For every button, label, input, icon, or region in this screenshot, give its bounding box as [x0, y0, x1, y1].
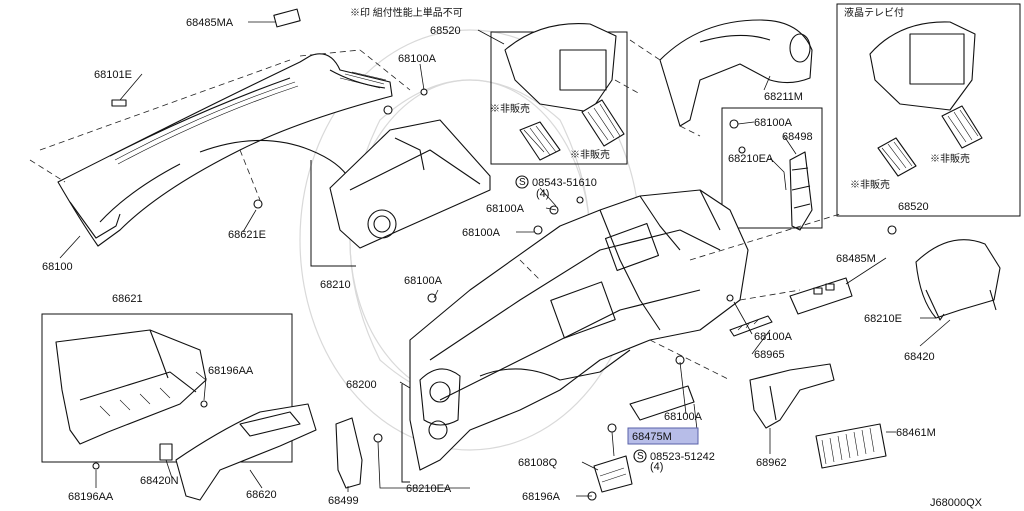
- note-not-sold-1: ※非販売: [490, 102, 530, 115]
- label-68196AA-top[interactable]: 68196AA: [208, 365, 254, 377]
- note-sub-assembly: ※印 組付性能上単品不可: [350, 6, 463, 19]
- cap-68485MA: [273, 8, 301, 28]
- labels: ※印 組付性能上単品不可 液晶テレビ付 68485MA 68101E 68100…: [42, 6, 983, 509]
- label-68210EA-bottom[interactable]: 68210EA: [406, 483, 452, 495]
- label-68520-right[interactable]: 68520: [898, 201, 929, 213]
- cover-68211M: [659, 19, 813, 127]
- label-68498[interactable]: 68498: [782, 131, 813, 143]
- label-68485M[interactable]: 68485M: [836, 253, 876, 265]
- bracket-68475M: [629, 385, 695, 421]
- label-68196A[interactable]: 68196A: [522, 491, 561, 503]
- label-68420N[interactable]: 68420N: [140, 475, 179, 487]
- label-68475M[interactable]: 68475M: [632, 431, 672, 443]
- label-68210[interactable]: 68210: [320, 279, 351, 291]
- label-screw-08523-qty: (4): [650, 461, 663, 473]
- label-68965[interactable]: 68965: [754, 349, 785, 361]
- symbol-screw-1: [515, 175, 529, 189]
- clip-68101E: [111, 99, 127, 107]
- meter-hood-68420: [915, 239, 1001, 321]
- label-68101E[interactable]: 68101E: [94, 69, 132, 81]
- finisher-68620: [175, 403, 317, 501]
- label-68100A-mid[interactable]: 68100A: [754, 331, 793, 343]
- label-screw-08543[interactable]: 08543-51610: [532, 177, 597, 189]
- symbol-screw-2: [633, 449, 647, 463]
- dash-frame-68200: [409, 189, 749, 471]
- label-68962[interactable]: 68962: [756, 457, 787, 469]
- label-68211M[interactable]: 68211M: [764, 91, 803, 103]
- glove-box-68621: [55, 329, 207, 445]
- cover-68499: [335, 417, 363, 489]
- symbol-s-1: S: [519, 177, 526, 188]
- label-68485MA[interactable]: 68485MA: [186, 17, 234, 29]
- note-not-sold-4: ※非販売: [930, 152, 970, 165]
- label-68100A-c1[interactable]: 68100A: [486, 203, 525, 215]
- frame-lcd-tv: [836, 3, 1021, 217]
- pad-68461M: [815, 423, 887, 469]
- label-68100A-r1[interactable]: 68100A: [754, 117, 793, 129]
- label-68420[interactable]: 68420: [904, 351, 935, 363]
- clip-68621E: [253, 199, 263, 209]
- label-68621E[interactable]: 68621E: [228, 229, 266, 241]
- label-68210E[interactable]: 68210E: [864, 313, 902, 325]
- label-68100A-c2[interactable]: 68100A: [462, 227, 501, 239]
- upper-dash-pad-68100: [57, 53, 393, 247]
- lcd-bezel-68520: [869, 21, 983, 177]
- bracket-68210: [310, 160, 356, 267]
- label-68196AA-bottom[interactable]: 68196AA: [68, 491, 114, 503]
- lower-panel-68210: [329, 119, 491, 249]
- symbol-s-2: S: [637, 451, 644, 462]
- label-68200[interactable]: 68200: [346, 379, 377, 391]
- label-68621[interactable]: 68621: [112, 293, 143, 305]
- bracket-68200: [401, 384, 410, 483]
- label-68210EA-right[interactable]: 68210EA: [728, 153, 774, 165]
- label-screw-08523[interactable]: 08523-51242: [650, 451, 715, 463]
- label-screw-08543-qty: (4): [536, 188, 549, 200]
- clip-68108Q: [593, 455, 633, 493]
- cover-68962: [749, 363, 835, 429]
- label-68620[interactable]: 68620: [246, 489, 277, 501]
- switch-68485M: [789, 277, 853, 315]
- label-68461M[interactable]: 68461M: [896, 427, 936, 439]
- note-not-sold-3: ※非販売: [850, 178, 890, 191]
- clip-68420N: [159, 443, 173, 461]
- cluster-bezel-68520: [504, 22, 625, 161]
- label-68100A-c3[interactable]: 68100A: [404, 275, 443, 287]
- label-68100A-top[interactable]: 68100A: [398, 53, 437, 65]
- leader-lines: [59, 21, 951, 497]
- bracket-68498: [789, 151, 813, 231]
- highlight-68475M: [627, 427, 699, 445]
- label-68499[interactable]: 68499: [328, 495, 359, 507]
- diagram-code: J68000QX: [930, 497, 983, 509]
- note-not-sold-2: ※非販売: [570, 148, 610, 161]
- label-68100A-low[interactable]: 68100A: [664, 411, 703, 423]
- label-68100[interactable]: 68100: [42, 261, 73, 273]
- label-68108Q[interactable]: 68108Q: [518, 457, 558, 469]
- bracket-68965: [729, 315, 773, 337]
- label-68520-left[interactable]: 68520: [430, 25, 461, 37]
- note-lcd-tv: 液晶テレビ付: [844, 6, 904, 19]
